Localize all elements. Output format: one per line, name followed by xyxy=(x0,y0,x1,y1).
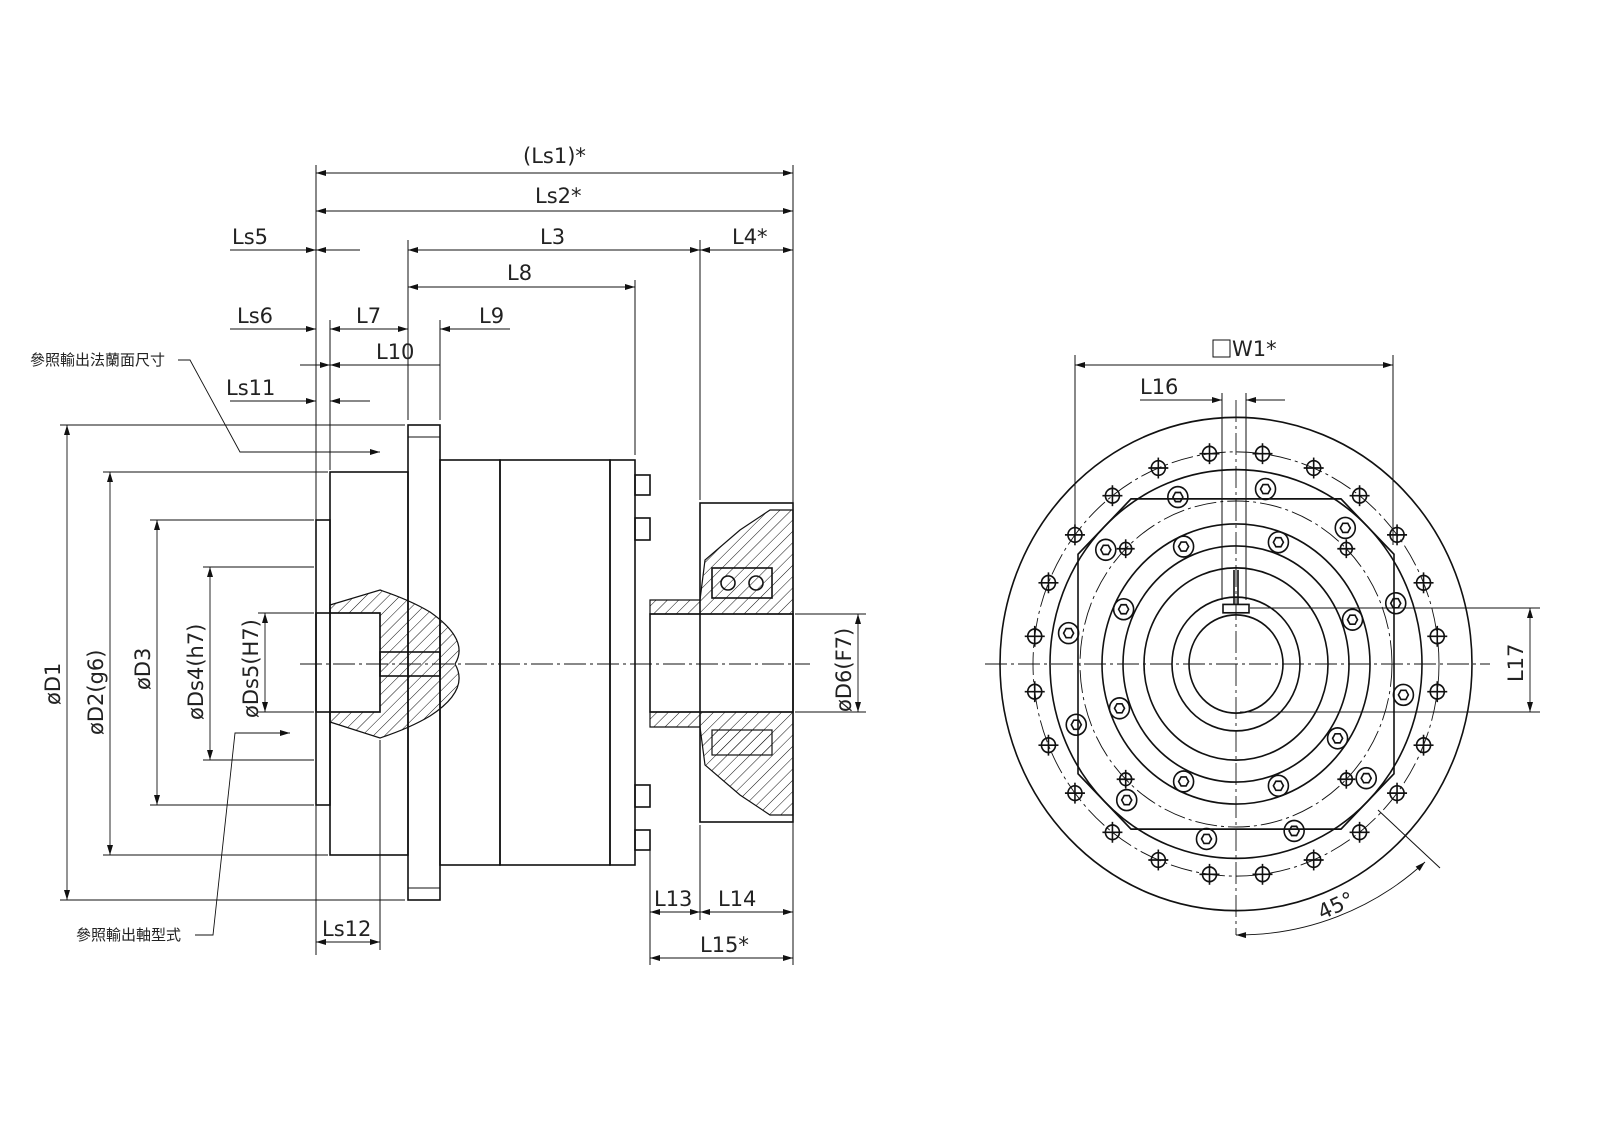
side-view: (Ls1)* Ls2* Ls5 L3 L4* L8 Ls6 L7 L9 L10 … xyxy=(30,144,866,965)
socket-bolt xyxy=(1326,727,1349,750)
socket-bolt xyxy=(1115,788,1138,812)
dim-l7: L7 xyxy=(356,304,381,328)
socket-bolt xyxy=(1267,774,1290,798)
socket-bolt xyxy=(1167,485,1189,509)
output-flange-face xyxy=(315,519,331,806)
socket-bolt xyxy=(1172,770,1195,793)
dim-ls6: Ls6 xyxy=(237,304,273,328)
bolt-circle xyxy=(1032,451,1440,877)
input-bore xyxy=(649,613,794,713)
dim-ls2: Ls2* xyxy=(535,184,582,208)
extension-lines xyxy=(60,165,866,965)
socket-bolt xyxy=(1254,477,1277,501)
dim-d1: øD1 xyxy=(41,663,65,705)
socket-bolt xyxy=(1392,683,1415,707)
dim-ls5: Ls5 xyxy=(232,225,268,249)
clamp-ring-lower xyxy=(711,729,773,756)
dim-w1: W1* xyxy=(1232,337,1277,361)
dim-d3: øD3 xyxy=(131,648,155,690)
dimension-lines xyxy=(64,170,861,961)
dim-l8: L8 xyxy=(507,261,532,285)
housing-bolts xyxy=(634,474,651,851)
dim-l9: L9 xyxy=(479,304,504,328)
front-dimension-lines xyxy=(1074,355,1540,939)
dim-ls1: (Ls1)* xyxy=(523,144,586,168)
socket-bolt xyxy=(1065,713,1088,737)
dim-ds4: øDs4(h7) xyxy=(184,624,208,720)
socket-bolt xyxy=(1108,697,1131,720)
dim-ds5: øDs5(H7) xyxy=(239,619,263,718)
dim-l13: L13 xyxy=(654,887,692,911)
dim-ls11: Ls11 xyxy=(226,376,275,400)
socket-bolt xyxy=(1283,819,1305,843)
dim-ls12: Ls12 xyxy=(322,917,371,941)
socket-bolt xyxy=(1355,766,1378,790)
center-hole xyxy=(379,651,441,677)
note-flange-reference: 參照輸出法蘭面尺寸 xyxy=(30,351,165,369)
socket-bolt xyxy=(1112,597,1135,621)
shaft-section xyxy=(329,589,460,739)
socket-bolt xyxy=(1094,538,1117,562)
socket-bolt xyxy=(1267,530,1290,554)
note-shaft-reference: 參照輸出軸型式 xyxy=(76,926,181,944)
socket-bolt xyxy=(1334,516,1357,540)
dim-l14: L14 xyxy=(718,887,756,911)
input-section-bottom xyxy=(649,711,794,816)
socket-bolt xyxy=(1172,535,1195,558)
socket-bolt xyxy=(1341,608,1364,631)
front-view: W1* L16 L17 45° xyxy=(985,337,1540,939)
square-housing xyxy=(1077,498,1395,830)
dim-l16: L16 xyxy=(1140,375,1178,399)
dim-d6: øD6(F7) xyxy=(832,628,856,712)
dim-l3: L3 xyxy=(540,225,565,249)
dim-d2: øD2(g6) xyxy=(84,650,108,735)
dim-angle-45: 45° xyxy=(1314,887,1358,924)
dim-l4: L4* xyxy=(732,225,768,249)
dim-l17: L17 xyxy=(1504,644,1528,682)
clamp-ring xyxy=(711,567,773,599)
output-shaft-bore xyxy=(315,612,381,713)
outer-flange-circle xyxy=(999,416,1473,912)
gear-housing-3 xyxy=(609,459,636,866)
dim-l15: L15* xyxy=(700,933,749,957)
socket-bolt xyxy=(1057,621,1080,645)
socket-bolt xyxy=(1195,827,1218,851)
gear-housing-2 xyxy=(499,459,611,866)
square-symbol-icon xyxy=(1212,339,1231,358)
socket-bolt xyxy=(1384,591,1407,615)
dim-l10: L10 xyxy=(376,340,414,364)
